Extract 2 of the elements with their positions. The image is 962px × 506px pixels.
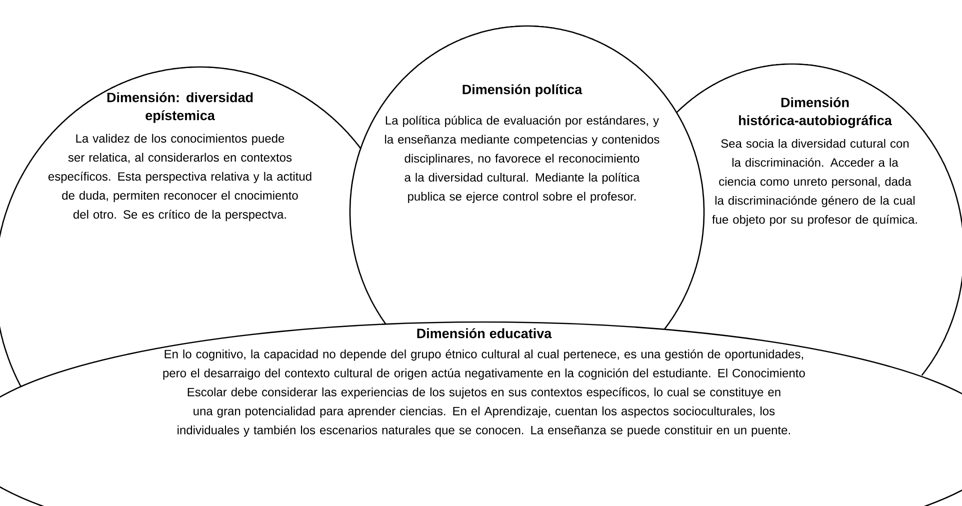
- ellipse-region: Dimensión política La política pública de evaluación por estándares, y la enseñanza mediante competencias y contenidos disciplinares, no favorece el reconocimiento a la diversidad cultural. Mediante la política publica se ejerce control sobre el profesor.: [349, 25, 705, 330]
- ellipse-region: Dimensión educativa En lo cognitivo, la capacidad no depende del grupo étnico cultural al cual pertenece, es una gestión de oportunidades, pero el desarraigo del contexto cultural de origen actúa negativamente en la cognición del estudiante. El Conocimiento Escolar debe considerar las experiencias de los sujetos en sus contextos específicos, lo cual se constituye en una gran potencialidad para aprender ciencias. En el Aprendizaje, cuentan los aspectos socioculturales, los individuales y también los escenarios naturales que se conocen. La enseñanza se puede constituir en un puente.: [0, 321, 962, 506]
